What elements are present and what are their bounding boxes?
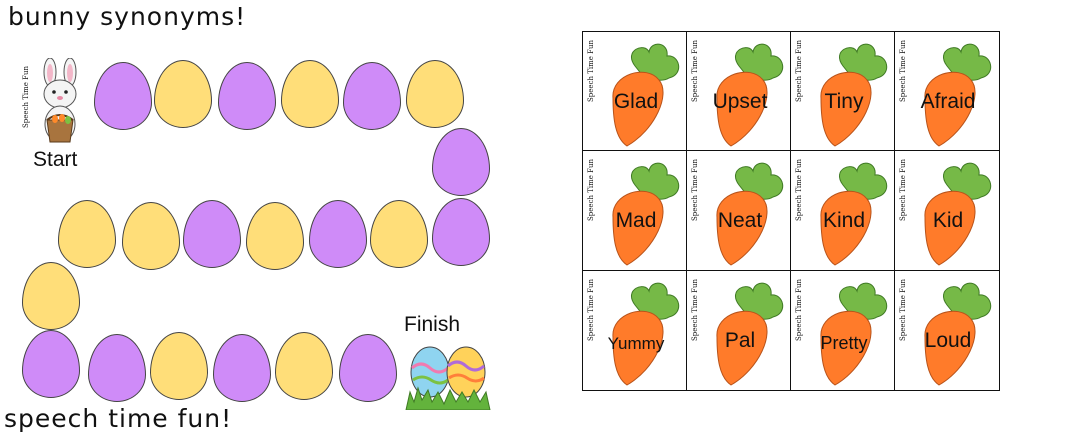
synonym-card[interactable]: Pretty Speech Time Fun bbox=[791, 270, 895, 390]
credit-text: Speech Time Fun bbox=[795, 159, 803, 222]
synonym-card[interactable]: Pal Speech Time Fun bbox=[687, 270, 791, 390]
path-egg bbox=[58, 200, 116, 268]
credit-text: Speech Time Fun bbox=[691, 159, 699, 222]
path-egg bbox=[281, 60, 339, 128]
synonym-card[interactable]: Glad Speech Time Fun bbox=[583, 32, 687, 152]
card-word: Kid bbox=[932, 209, 964, 233]
credit-text: Speech Time Fun bbox=[691, 39, 699, 102]
credit-text: Speech Time Fun bbox=[691, 278, 699, 341]
path-egg bbox=[154, 60, 212, 128]
credit-text: Speech Time Fun bbox=[795, 39, 803, 102]
card-word: Glad bbox=[613, 90, 659, 113]
finish-label: Finish bbox=[404, 313, 461, 336]
path-egg bbox=[343, 62, 401, 130]
path-egg bbox=[432, 128, 490, 196]
path-egg bbox=[370, 200, 428, 268]
card-word: Neat bbox=[717, 209, 763, 233]
path-egg bbox=[183, 200, 241, 268]
credit-text: Speech Time Fun bbox=[899, 39, 907, 102]
path-egg bbox=[122, 202, 180, 270]
carrot-icon bbox=[924, 282, 992, 386]
synonym-card[interactable]: Mad Speech Time Fun bbox=[583, 151, 687, 271]
path-egg bbox=[309, 200, 367, 268]
carrot-icon bbox=[612, 282, 680, 386]
carrot-icon bbox=[924, 163, 992, 266]
carrot-icon bbox=[820, 163, 888, 266]
synonym-card[interactable]: Tiny Speech Time Fun bbox=[791, 32, 895, 152]
board-title: bunny synonyms! bbox=[8, 2, 247, 31]
path-egg bbox=[275, 332, 333, 400]
path-egg bbox=[218, 62, 276, 130]
card-word: Yummy bbox=[607, 333, 665, 353]
card-word: Pretty bbox=[820, 332, 868, 353]
carrot-icon bbox=[716, 282, 784, 386]
credit-text: Speech Time Fun bbox=[587, 278, 595, 341]
synonym-card[interactable]: Afraid Speech Time Fun bbox=[895, 32, 999, 152]
synonym-card[interactable]: Upset Speech Time Fun bbox=[687, 32, 791, 152]
decorated-eggs-icon bbox=[405, 346, 491, 410]
start-label: Start bbox=[33, 148, 78, 171]
carrot-icon bbox=[612, 43, 680, 147]
card-word: Upset bbox=[712, 90, 768, 113]
card-word: Tiny bbox=[824, 90, 864, 113]
board-footer: speech time fun! bbox=[4, 404, 233, 433]
synonym-card[interactable]: Loud Speech Time Fun bbox=[895, 271, 999, 390]
carrot-icon bbox=[820, 282, 888, 386]
path-egg bbox=[432, 198, 490, 266]
path-egg bbox=[406, 60, 464, 128]
path-egg bbox=[22, 262, 80, 330]
synonym-card[interactable]: Neat Speech Time Fun bbox=[687, 151, 791, 271]
synonym-card[interactable]: Yummy Speech Time Fun bbox=[583, 270, 687, 390]
carrot-icon bbox=[716, 43, 784, 147]
card-word: Pal bbox=[724, 328, 756, 352]
carrot-icon bbox=[612, 163, 680, 266]
card-word: Loud bbox=[924, 328, 972, 352]
card-word: Kind bbox=[822, 209, 866, 233]
synonym-card[interactable]: Kid Speech Time Fun bbox=[895, 151, 999, 271]
credit-text: Speech Time Fun bbox=[899, 159, 907, 222]
path-egg bbox=[339, 334, 397, 402]
card-word: Mad bbox=[615, 209, 657, 233]
path-egg bbox=[22, 330, 80, 398]
path-egg bbox=[94, 62, 152, 130]
synonym-card[interactable]: Kind Speech Time Fun bbox=[791, 151, 895, 271]
path-egg bbox=[150, 332, 208, 400]
credit-text: Speech Time Fun bbox=[587, 39, 595, 102]
credit-text: Speech Time Fun bbox=[22, 65, 30, 128]
carrot-icon bbox=[924, 43, 992, 147]
path-egg bbox=[88, 334, 146, 402]
bunny-icon bbox=[43, 58, 77, 143]
carrot-icon bbox=[820, 43, 888, 147]
carrot-icon bbox=[716, 163, 784, 266]
path-egg bbox=[213, 334, 271, 402]
credit-text: Speech Time Fun bbox=[795, 278, 803, 341]
synonym-card-grid: Glad Speech Time Fun Upset Speech Time F… bbox=[582, 31, 1000, 391]
path-egg bbox=[246, 202, 304, 270]
credit-text: Speech Time Fun bbox=[587, 159, 595, 222]
credit-text: Speech Time Fun bbox=[899, 278, 907, 341]
card-word: Afraid bbox=[920, 90, 976, 113]
